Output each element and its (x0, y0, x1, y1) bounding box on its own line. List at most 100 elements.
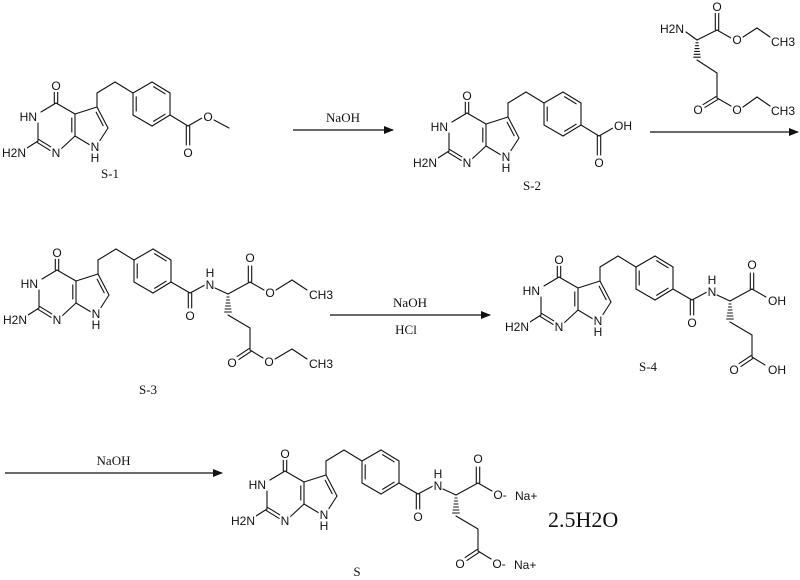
atom-label: O (413, 510, 422, 524)
atom-label: O (265, 286, 274, 300)
atom-label: H2N (660, 22, 684, 36)
bond (543, 276, 560, 287)
bond (153, 113, 166, 122)
bond (442, 488, 457, 496)
bond (361, 482, 382, 495)
bond (702, 96, 717, 106)
bond (96, 106, 109, 129)
bond (562, 124, 582, 137)
bond (189, 284, 206, 294)
atom-label: O (747, 258, 756, 272)
bond (447, 151, 462, 161)
atom-label: O (51, 79, 60, 93)
atom-label: CH3 (309, 288, 333, 302)
atom-label: H (594, 325, 603, 339)
atom-label: CH3 (309, 357, 333, 371)
bond (599, 280, 612, 303)
bond (132, 114, 153, 127)
reagent-above: NaOH (326, 110, 360, 125)
atom-label: H2N (413, 156, 437, 170)
atom-label: O (227, 356, 236, 370)
bond (267, 507, 282, 517)
atom-label: N (206, 278, 215, 292)
atom-label: HN (21, 277, 38, 291)
bond (541, 313, 556, 323)
bond (529, 314, 542, 323)
atom-label: O- (492, 557, 505, 571)
atom-label: O (203, 110, 212, 124)
bond (563, 309, 579, 324)
bond (485, 145, 502, 156)
reagent-above: NaOH (97, 453, 131, 468)
bond (742, 27, 758, 38)
bond (751, 356, 766, 366)
bond (464, 549, 478, 559)
bond (27, 307, 40, 316)
bond (580, 124, 600, 137)
reagent-below: HCl (395, 322, 417, 337)
atom-label: O (729, 363, 738, 377)
atom-label: N (434, 479, 443, 493)
bond (564, 96, 577, 105)
bond (265, 509, 280, 519)
atom-label: O (280, 447, 289, 461)
bond (740, 357, 754, 367)
bond (562, 91, 582, 104)
atom-label: CH3 (771, 104, 795, 118)
bond (742, 96, 758, 108)
atom-label: CH3 (771, 35, 795, 49)
atom-label: O (693, 103, 702, 117)
compound-label-s: S (353, 564, 360, 579)
bond (507, 116, 520, 139)
bond (38, 139, 53, 149)
bond (343, 449, 363, 462)
bond (74, 106, 98, 115)
bond (249, 281, 265, 291)
bond (654, 288, 674, 301)
atom-label: H2N (3, 313, 27, 327)
atom-label: N (502, 150, 511, 164)
bond (380, 449, 400, 462)
bond (729, 288, 753, 302)
hydrate-label: 2.5H2O (548, 507, 618, 532)
bond (154, 280, 167, 289)
bond (132, 81, 153, 94)
bond (656, 287, 669, 296)
compound-label-s4: S-4 (639, 359, 658, 374)
bond (26, 140, 39, 149)
bond (635, 288, 656, 301)
bond (40, 102, 57, 113)
bond (598, 127, 614, 137)
atom-label: H (502, 161, 511, 175)
bond (729, 321, 753, 336)
bond (133, 248, 154, 261)
bond (75, 302, 92, 313)
bond (539, 315, 554, 325)
atom-label: Na+ (514, 558, 536, 572)
bond (325, 449, 345, 462)
compound-label-s1: S-1 (101, 166, 119, 181)
atom-label: N (92, 307, 101, 321)
bond (543, 124, 564, 137)
bond (509, 137, 520, 153)
bond (55, 102, 76, 115)
bond (704, 98, 719, 108)
atom-label: H (434, 467, 443, 481)
bond (577, 280, 601, 289)
bond (187, 117, 203, 127)
bond (716, 97, 732, 107)
bond (558, 276, 579, 289)
bond (756, 27, 771, 38)
bond (471, 145, 487, 160)
atom-label: H (92, 318, 101, 332)
atom-label: H2N (231, 514, 255, 528)
bond (617, 255, 637, 268)
bond (325, 474, 338, 497)
bond (97, 273, 110, 296)
bond (455, 482, 479, 496)
bond (417, 485, 434, 495)
